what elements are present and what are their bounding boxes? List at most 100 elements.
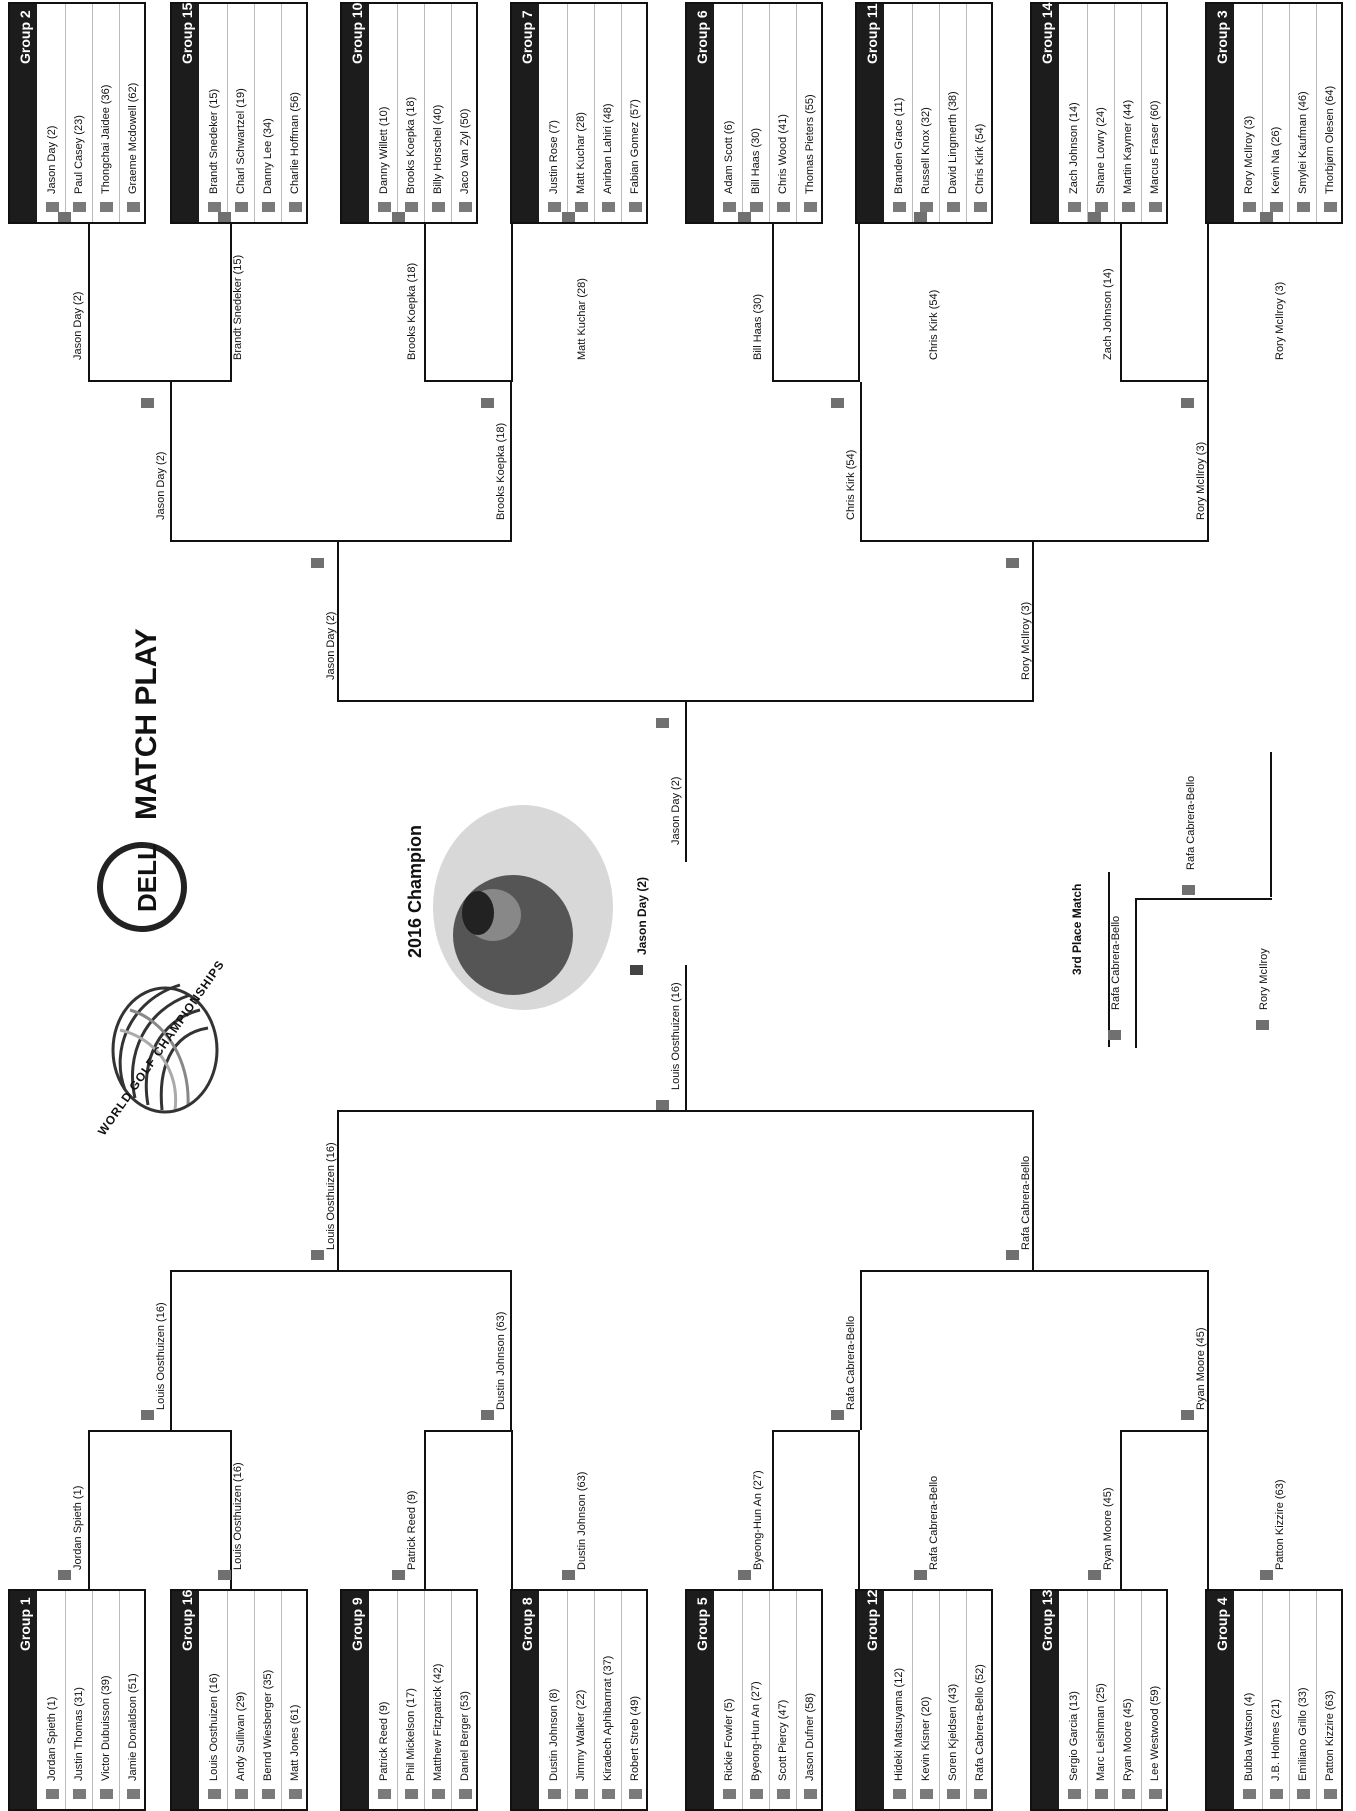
flag-icon <box>58 1570 71 1580</box>
group-player-row: Justin Thomas (31) <box>66 1591 93 1809</box>
player-name: Chris Kirk (54) <box>974 124 986 194</box>
flag-icon <box>548 1789 561 1799</box>
flag-icon <box>1297 202 1310 212</box>
group-player-row: Hideki Matsuyama (12) <box>886 1591 913 1809</box>
group-player-row: Louis Oosthuizen (16) <box>201 1591 228 1809</box>
group-player-row: Bill Haas (30) <box>743 4 770 222</box>
bracket-player-label: Louis Oosthuizen (16) <box>232 1462 244 1570</box>
group-player-row: Martin Kaymer (44) <box>1115 4 1142 222</box>
flag-icon <box>100 202 113 212</box>
flag-icon <box>548 202 561 212</box>
group-player-row: Danny Willett (10) <box>371 4 398 222</box>
player-name: Graeme Mcdowell (62) <box>127 83 139 194</box>
match-play-text: MATCH PLAY <box>130 628 164 820</box>
group-player-row: Jordan Spieth (1) <box>39 1591 66 1809</box>
flag-icon <box>1260 212 1273 222</box>
player-name: J.B. Holmes (21) <box>1270 1699 1282 1781</box>
third-place-heading: 3rd Place Match <box>1070 884 1084 975</box>
player-name: Matthew Fitzpatrick (42) <box>432 1664 444 1781</box>
group-player-row: Sergio Garcia (13) <box>1061 1591 1088 1809</box>
flag-icon <box>392 1570 405 1580</box>
group-title: Group 7 <box>519 10 535 64</box>
group-header: Group 11 <box>857 4 884 222</box>
flag-icon <box>602 1789 615 1799</box>
player-name: Jason Day (2) <box>46 126 58 194</box>
flag-icon <box>804 202 817 212</box>
group-player-row: Patrick Reed (9) <box>371 1591 398 1809</box>
group-player-row: Daniel Berger (53) <box>452 1591 479 1809</box>
flag-icon <box>738 1570 751 1580</box>
third-place-winner: Rafa Cabrera-Bello <box>1185 776 1197 870</box>
group-player-row: Thorbjørn Olesen (64) <box>1317 4 1344 222</box>
flag-icon <box>1270 1789 1283 1799</box>
flag-icon <box>311 558 324 568</box>
flag-icon <box>1088 1570 1101 1580</box>
flag-icon <box>1095 202 1108 212</box>
flag-icon <box>562 1570 575 1580</box>
player-name: Thomas Pieters (55) <box>804 94 816 194</box>
group-player-row: Patton Kizzire (63) <box>1317 1591 1344 1809</box>
flag-icon <box>100 1789 113 1799</box>
flag-icon <box>73 202 86 212</box>
bracket-player-label: Louis Oosthuizen (16) <box>155 1302 167 1410</box>
flag-icon <box>218 212 231 222</box>
flag-icon <box>262 202 275 212</box>
bracket-player-label: Chris Kirk (54) <box>928 290 940 360</box>
group-player-row: Anirban Lahiri (48) <box>595 4 622 222</box>
group-title: Group 9 <box>349 1597 365 1651</box>
flag-icon <box>750 1789 763 1799</box>
bracket-player-label: Rory McIlroy (3) <box>1195 442 1207 520</box>
group-player-row: Victor Dubuisson (39) <box>93 1591 120 1809</box>
flag-icon <box>378 202 391 212</box>
flag-icon <box>378 1789 391 1799</box>
group-player-row: Thongchai Jaidee (36) <box>93 4 120 222</box>
player-name: Shane Lowry (24) <box>1095 107 1107 194</box>
flag-icon <box>723 1789 736 1799</box>
flag-icon <box>235 1789 248 1799</box>
group-player-row: Lee Westwood (59) <box>1142 1591 1169 1809</box>
player-name: Kiradech Aphibarnrat (37) <box>602 1656 614 1781</box>
player-name: Emiliano Grillo (33) <box>1297 1687 1309 1781</box>
group-player-row: Danny Lee (34) <box>255 4 282 222</box>
flag-icon <box>1068 1789 1081 1799</box>
flag-icon <box>46 1789 59 1799</box>
flag-icon <box>914 1570 927 1580</box>
player-name: Hideki Matsuyama (12) <box>893 1668 905 1781</box>
group-title: Group 8 <box>519 1597 535 1651</box>
group-title: Group 2 <box>17 10 33 64</box>
group-header: Group 13 <box>1032 1591 1059 1809</box>
bracket-player-label: Jason Day (2) <box>155 452 167 520</box>
player-name: Chris Wood (41) <box>777 114 789 194</box>
group-player-row: Andy Sullivan (29) <box>228 1591 255 1809</box>
flag-icon <box>1095 1789 1108 1799</box>
flag-icon <box>947 1789 960 1799</box>
player-name: Marcus Fraser (60) <box>1149 100 1161 194</box>
flag-icon <box>777 202 790 212</box>
group-player-row: Chris Wood (41) <box>770 4 797 222</box>
bracket-player-label: Rafa Cabrera-Bello <box>928 1476 940 1570</box>
flag-icon <box>127 1789 140 1799</box>
flag-icon <box>1088 212 1101 222</box>
group-player-row: Paul Casey (23) <box>66 4 93 222</box>
player-name: Anirban Lahiri (48) <box>602 104 614 195</box>
player-name: Justin Thomas (31) <box>73 1687 85 1781</box>
group-player-row: Kevin Kisner (20) <box>913 1591 940 1809</box>
champion-photo <box>433 805 613 1010</box>
group-player-row: Matt Jones (61) <box>282 1591 309 1809</box>
player-name: Andy Sullivan (29) <box>235 1692 247 1781</box>
player-name: Charl Schwartzel (19) <box>235 88 247 194</box>
player-name: Victor Dubuisson (39) <box>100 1675 112 1781</box>
flag-icon <box>1149 1789 1162 1799</box>
flag-icon <box>914 212 927 222</box>
player-name: Sergio Garcia (13) <box>1068 1691 1080 1781</box>
player-name: Matt Jones (61) <box>289 1705 301 1781</box>
player-name: Robert Streb (49) <box>629 1696 641 1781</box>
flag-icon <box>1324 202 1337 212</box>
bracket-player-label: Bill Haas (30) <box>752 294 764 360</box>
flag-icon <box>459 202 472 212</box>
